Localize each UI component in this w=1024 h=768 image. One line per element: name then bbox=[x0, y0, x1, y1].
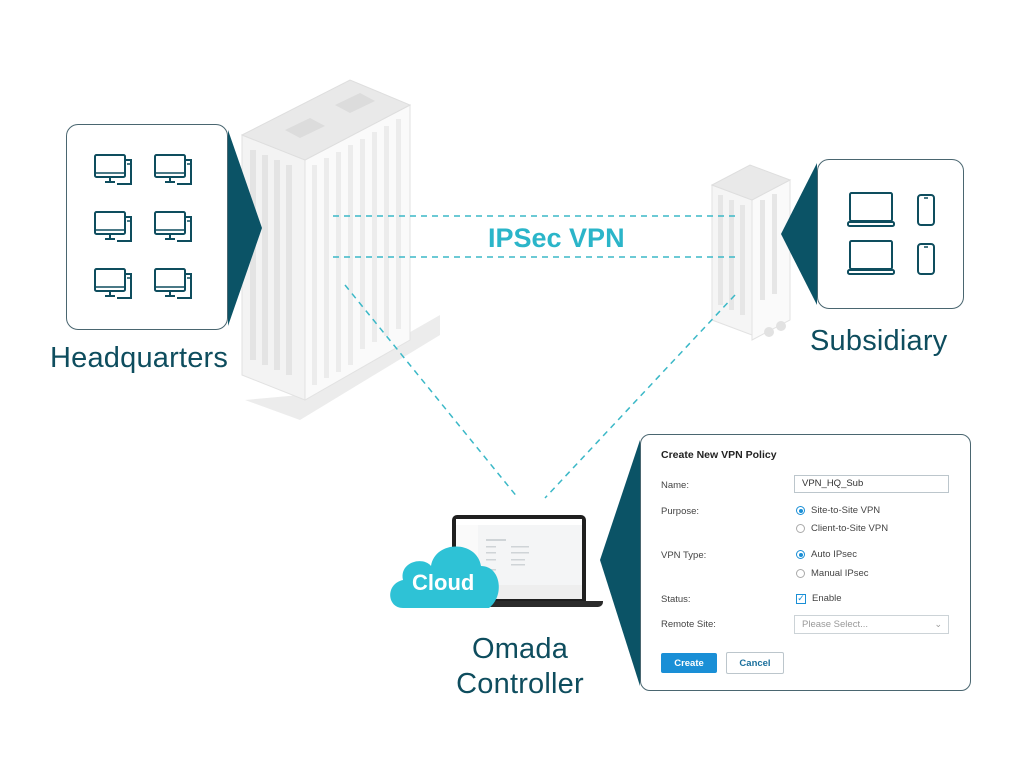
cloud-label: Cloud bbox=[412, 570, 475, 595]
hq-device-grid bbox=[94, 154, 192, 299]
remote-site-label: Remote Site: bbox=[661, 619, 716, 630]
checkbox-label: Enable bbox=[812, 593, 842, 604]
name-label: Name: bbox=[661, 480, 689, 491]
controller-pointer-arrow bbox=[600, 440, 640, 686]
radio-selected-icon[interactable] bbox=[796, 550, 805, 559]
cancel-button[interactable]: Cancel bbox=[726, 652, 784, 674]
checkmark-icon[interactable]: ✓ bbox=[796, 593, 806, 604]
option-label: Auto IPsec bbox=[811, 549, 857, 560]
subsidiary-device-grid bbox=[847, 192, 935, 275]
laptop-base bbox=[440, 601, 603, 607]
subsidiary-label: Subsidiary bbox=[810, 325, 948, 357]
ipsec-vpn-label: IPSec VPN bbox=[488, 223, 625, 253]
laptop-icon bbox=[847, 192, 895, 227]
subsidiary-building bbox=[710, 164, 792, 341]
phone-icon bbox=[917, 243, 935, 275]
create-vpn-policy-dialog: Create New VPN Policy Name: VPN_HQ_Sub P… bbox=[640, 434, 971, 691]
option-label: Manual IPsec bbox=[811, 568, 869, 579]
vpn-type-label: VPN Type: bbox=[661, 550, 707, 561]
headquarters-building bbox=[240, 79, 440, 420]
controller-label-line1: Omada bbox=[471, 633, 569, 665]
create-button[interactable]: Create bbox=[661, 653, 717, 673]
radio-unselected-icon[interactable] bbox=[796, 524, 805, 533]
desktop-icon bbox=[94, 268, 132, 299]
chevron-down-icon: ⌄ bbox=[934, 619, 942, 629]
radio-selected-icon[interactable] bbox=[796, 506, 805, 515]
laptop-icon bbox=[847, 240, 895, 275]
phone-icon bbox=[917, 194, 935, 226]
option-label: Site-to-Site VPN bbox=[811, 505, 881, 516]
status-label: Status: bbox=[661, 594, 691, 605]
hq-pointer-arrow bbox=[228, 130, 262, 326]
controller-label-line2: Controller bbox=[456, 668, 584, 700]
laptop-screen bbox=[456, 519, 582, 599]
purpose-option-site-to-site[interactable]: Site-to-Site VPN bbox=[796, 505, 880, 516]
purpose-label: Purpose: bbox=[661, 506, 700, 517]
headquarters-devices-card bbox=[66, 124, 228, 330]
desktop-icon bbox=[154, 211, 192, 242]
radio-unselected-icon[interactable] bbox=[796, 569, 805, 578]
purpose-option-client-to-site[interactable]: Client-to-Site VPN bbox=[796, 523, 888, 534]
desktop-icon bbox=[94, 154, 132, 185]
desktop-icon bbox=[154, 154, 192, 185]
remote-site-select[interactable]: Please Select... ⌄ bbox=[794, 615, 949, 634]
name-input[interactable]: VPN_HQ_Sub bbox=[794, 475, 949, 493]
subsidiary-pointer-arrow bbox=[781, 163, 817, 305]
status-enable-checkbox[interactable]: ✓ Enable bbox=[796, 593, 842, 604]
omada-controller-label: Omada Controller bbox=[440, 632, 600, 702]
vpn-type-option-auto[interactable]: Auto IPsec bbox=[796, 549, 857, 560]
desktop-icon bbox=[94, 211, 132, 242]
vpn-type-option-manual[interactable]: Manual IPsec bbox=[796, 568, 869, 579]
subsidiary-devices-card bbox=[817, 159, 964, 309]
vpn-tunnel-lines bbox=[333, 215, 736, 499]
cloud-icon bbox=[390, 546, 499, 608]
option-label: Client-to-Site VPN bbox=[811, 523, 889, 534]
remote-site-placeholder: Please Select... bbox=[802, 619, 869, 630]
desktop-icon bbox=[154, 268, 192, 299]
dialog-title: Create New VPN Policy bbox=[661, 449, 777, 461]
headquarters-label: Headquarters bbox=[50, 342, 229, 374]
